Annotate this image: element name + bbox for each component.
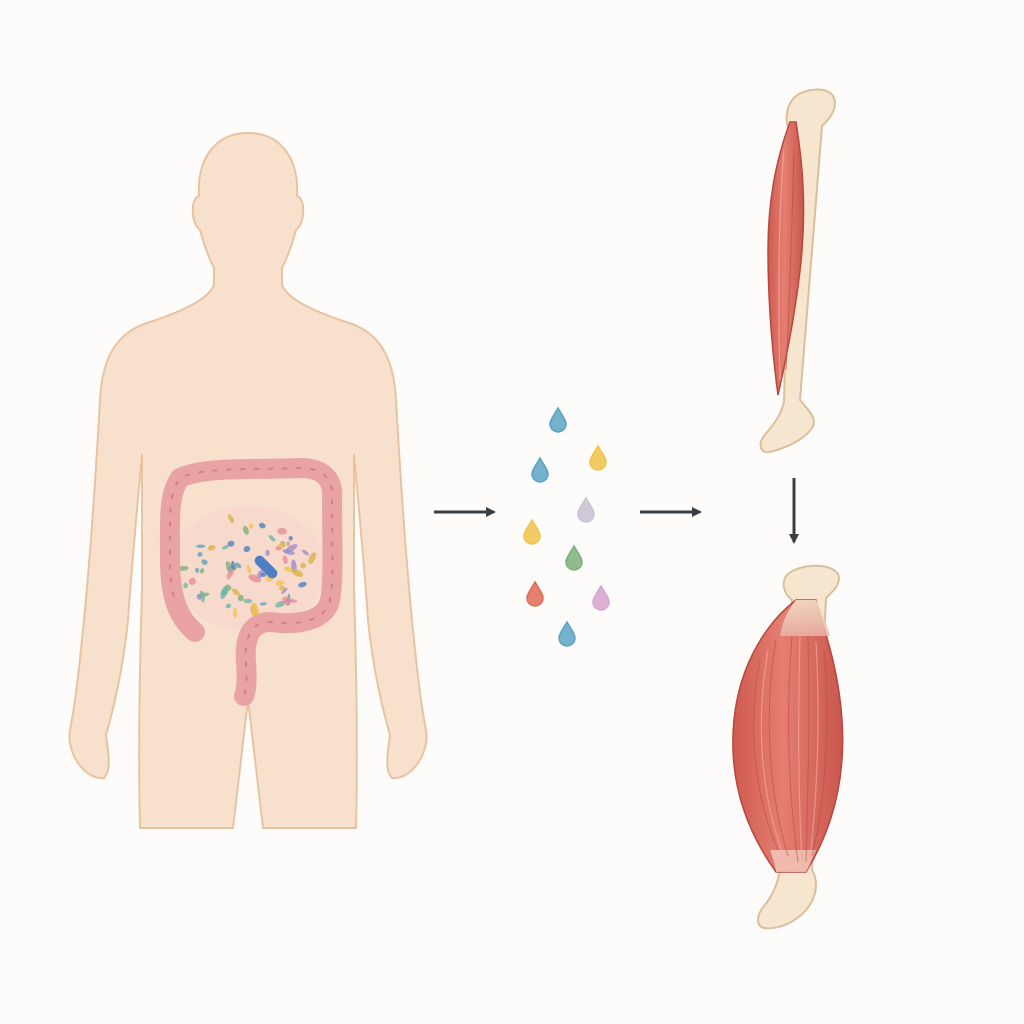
microbe-icon — [250, 602, 259, 615]
microbe-icon — [259, 602, 267, 606]
microbe-icon — [195, 567, 200, 573]
microbe-icon — [197, 552, 203, 557]
microbe-icon — [275, 600, 286, 608]
microbe-icon — [232, 563, 238, 571]
microbe-icon — [221, 545, 229, 550]
microbe-icon — [265, 549, 270, 557]
droplet-icon — [589, 444, 607, 471]
microbe-icon — [279, 585, 286, 591]
microbe-icon — [308, 552, 317, 564]
microbe-icon — [243, 598, 253, 604]
large-muscle — [732, 564, 844, 930]
microbe-icon — [237, 594, 244, 602]
muscle-icon — [732, 599, 844, 873]
droplet-icon — [523, 518, 541, 545]
microbe-icon — [286, 541, 291, 547]
microbe-icon — [188, 577, 196, 585]
microbe-icon — [249, 523, 254, 529]
microbe-icon — [275, 580, 285, 586]
microbe-icon — [233, 607, 237, 619]
microbe-icon — [282, 549, 295, 555]
microbe-icon — [225, 603, 232, 609]
droplet-icon — [577, 496, 595, 523]
microbe-icon — [200, 568, 205, 574]
microbe-icon — [281, 587, 288, 594]
body-silhouette-icon — [68, 132, 428, 829]
microbe-icon — [258, 522, 266, 529]
microbe-icon — [275, 546, 282, 551]
microbe-icon — [231, 560, 235, 570]
microbe-icon — [298, 581, 307, 588]
microbe-icon — [201, 559, 208, 565]
droplet-icon — [549, 406, 567, 433]
bacterium-icon — [254, 555, 278, 579]
microbe-icon — [207, 544, 216, 551]
microbe-icon — [282, 555, 288, 564]
microbe-icon — [246, 564, 252, 575]
human-body-with-gut-microbiome — [68, 132, 428, 829]
droplet-icon — [565, 544, 583, 571]
microbe-icon — [268, 535, 276, 542]
microbe-icon — [231, 588, 240, 596]
microbe-icon — [260, 572, 267, 577]
microbe-icon — [301, 549, 309, 556]
droplet-icon — [592, 584, 610, 611]
microbe-icon — [220, 586, 228, 600]
microbe-icon — [196, 544, 206, 548]
metabolite-droplets — [523, 406, 610, 647]
microbe-icon — [277, 527, 287, 535]
gut-microbiome — [170, 506, 326, 630]
microbe-icon — [243, 546, 251, 553]
muscle-icon — [767, 121, 805, 396]
microbe-icon — [177, 565, 189, 571]
microbe-icon — [282, 596, 291, 606]
droplet-icon — [526, 580, 544, 607]
droplet-icon — [531, 456, 549, 483]
microbe-icon — [226, 566, 235, 580]
microbe-icon — [291, 569, 304, 577]
microbe-icon — [227, 514, 235, 524]
microbe-icon — [183, 582, 188, 589]
thin-muscle — [759, 88, 836, 454]
microbe-icon — [288, 536, 293, 541]
microbe-icon — [300, 562, 306, 569]
microbe-icon — [227, 540, 235, 547]
microbe-icon — [196, 594, 202, 600]
microbe-icon — [242, 525, 249, 535]
droplet-icon — [558, 620, 576, 647]
microbe-icon — [283, 566, 294, 573]
microbe-icon — [199, 590, 205, 603]
large-intestine-icon — [159, 458, 343, 706]
